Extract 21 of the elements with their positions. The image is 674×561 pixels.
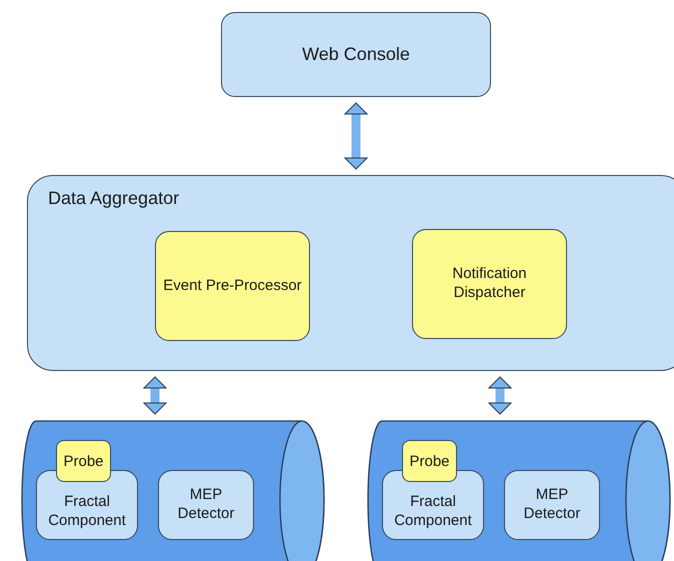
double-arrow [144,376,166,414]
node-label: MEP Detector [176,486,236,524]
panel-title: Data Aggregator [48,188,180,209]
component-box [158,470,254,540]
node-label: Event Pre-Processor [163,276,302,296]
node-label: Fractal Component [47,493,127,531]
process-box [155,231,310,341]
double-arrow [344,102,368,170]
node-label: Notification Dispatcher [451,265,528,303]
probe-box [56,440,111,482]
aggregator-panel [27,175,674,371]
node-label: MEP Detector [522,486,582,524]
node-label: Fractal Component [393,493,473,531]
component-box [504,470,600,540]
node-label: Probe [409,452,450,470]
console-box [221,12,491,97]
double-arrow [488,376,512,414]
probe-box [402,440,457,482]
node-label: Probe [63,452,104,470]
node-label: Web Console [302,44,410,65]
process-box [412,229,567,339]
